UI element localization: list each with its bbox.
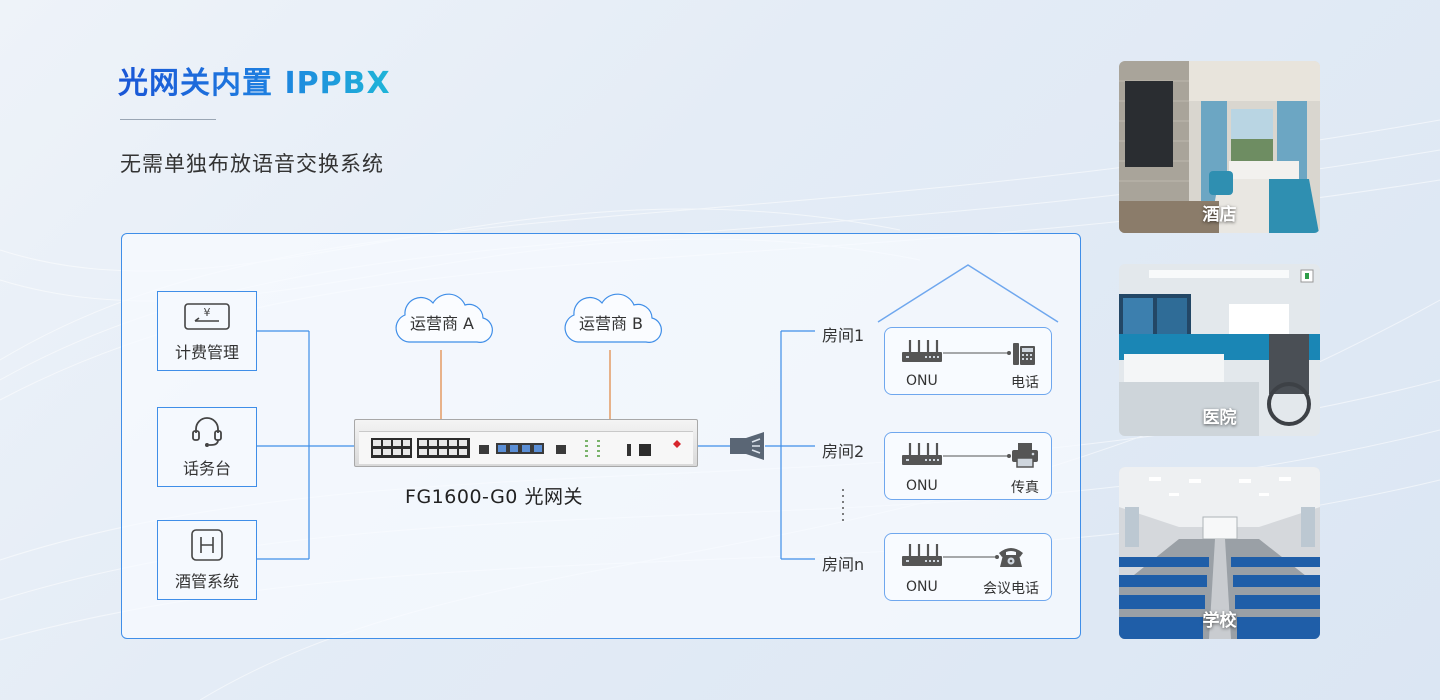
- room-1-label: 房间1: [822, 326, 865, 345]
- carrier-a-cloud: 运营商 A: [387, 290, 497, 352]
- hotel-management-label: 酒管系统: [174, 572, 239, 591]
- room-n-device-label: 会议电话: [983, 581, 1039, 597]
- onu-label: ONU: [906, 478, 938, 494]
- room-1-box: ONU 电话: [884, 327, 1052, 395]
- carrier-b-cloud: 运营商 B: [556, 290, 666, 352]
- onu-phone-link: [943, 351, 1011, 355]
- desk-phone-icon: [1013, 343, 1035, 365]
- school-caption: 学校: [1202, 611, 1237, 631]
- onu-router-icon: [902, 544, 942, 566]
- hotel-photo: 酒店: [1119, 61, 1320, 233]
- onu-router-icon: [902, 443, 942, 465]
- carrier-b-label: 运营商 B: [578, 314, 644, 333]
- onu-label: ONU: [906, 373, 938, 389]
- page-title: 光网关内置 IPPBX: [118, 58, 391, 102]
- hotel-caption: 酒店: [1202, 205, 1237, 225]
- onu-label: ONU: [906, 579, 938, 595]
- conference-phone-icon: [999, 548, 1023, 567]
- hospital-room-photo: [1119, 264, 1320, 436]
- room-2-device-label: 传真: [1011, 480, 1039, 496]
- hotel-management-box: 酒管系统: [157, 520, 257, 600]
- headset-icon: [184, 415, 230, 449]
- room-2-label: 房间2: [822, 442, 865, 461]
- room-1-device-label: 电话: [1011, 375, 1039, 391]
- hospital-photo: 医院: [1119, 264, 1320, 436]
- hospital-caption: 医院: [1202, 408, 1237, 428]
- billing-label: 计费管理: [174, 343, 239, 362]
- title-divider: [120, 119, 216, 120]
- room-n-label: 房间n: [822, 555, 865, 574]
- hotel-room-photo: [1119, 61, 1320, 233]
- onu-fax-link: [943, 454, 1011, 458]
- hotel-h-icon: [184, 528, 230, 562]
- gateway-label: FG1600-G0 光网关: [405, 486, 583, 508]
- svg-text:¥: ¥: [204, 306, 211, 319]
- onu-conference-link: [943, 555, 999, 559]
- page-subtitle: 无需单独布放语音交换系统: [120, 152, 384, 176]
- onu-router-icon: [902, 340, 942, 362]
- carrier-a-label: 运营商 A: [409, 314, 475, 333]
- billing-icon: ¥: [184, 299, 230, 333]
- fax-icon: [1012, 443, 1038, 468]
- operator-console-label: 话务台: [182, 459, 231, 478]
- gateway-device: [354, 419, 698, 467]
- room-2-box: ONU 传真: [884, 432, 1052, 500]
- school-hall-photo: [1119, 467, 1320, 639]
- operator-console-box: 话务台: [157, 407, 257, 487]
- splitter-icon: [730, 432, 764, 460]
- school-photo: 学校: [1119, 467, 1320, 639]
- billing-system-box: ¥ 计费管理: [157, 291, 257, 371]
- room-n-box: ONU 会议电话: [884, 533, 1052, 601]
